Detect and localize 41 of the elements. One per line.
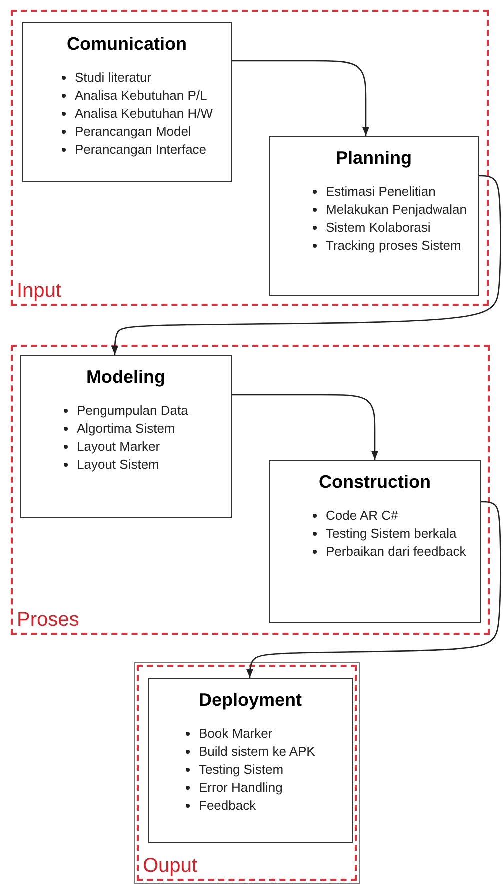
list-item: Analisa Kebutuhan H/W <box>75 106 214 121</box>
list-item: Error Handling <box>199 780 283 795</box>
process-box <box>22 22 232 182</box>
box-heading: Planning <box>335 147 413 169</box>
list-item: Studi literatur <box>75 70 152 85</box>
list-item: Perancangan Interface <box>75 142 207 157</box>
process-box <box>148 678 353 843</box>
list-item: Testing Sistem berkala <box>326 526 457 541</box>
list-item: Tracking proses Sistem <box>326 238 462 253</box>
list-item: Perbaikan dari feedback <box>326 544 466 559</box>
group-frame <box>11 345 490 635</box>
list-item: Layout Sistem <box>77 457 160 472</box>
arrow <box>232 394 379 460</box>
arrow <box>111 175 502 355</box>
box-heading: Modeling <box>86 366 166 388</box>
list-item: Sistem Kolaborasi <box>326 220 431 235</box>
list-item: Layout Marker <box>77 439 160 454</box>
process-box <box>269 136 479 296</box>
group-label: Input <box>17 280 62 302</box>
list-item: Analisa Kebutuhan P/L <box>75 88 208 103</box>
list-item: Feedback <box>199 798 256 813</box>
box-heading: Comunication <box>66 33 188 55</box>
list-item: Pengumpulan Data <box>77 403 188 418</box>
arrow <box>232 60 370 136</box>
process-box <box>269 460 481 623</box>
process-box <box>20 355 232 518</box>
group-label: Proses <box>17 609 80 631</box>
box-heading: Construction <box>318 471 432 493</box>
list-item: Melakukan Penjadwalan <box>326 202 467 217</box>
list-item: Algortima Sistem <box>77 421 176 436</box>
arrow <box>246 501 502 678</box>
list-item: Perancangan Model <box>75 124 192 139</box>
list-item: Estimasi Penelitian <box>326 184 436 199</box>
box-heading: Deployment <box>198 689 304 711</box>
group-frame <box>137 665 357 881</box>
group-label: Ouput <box>143 855 198 877</box>
list-item: Code AR C# <box>326 508 398 523</box>
list-item: Testing Sistem <box>199 762 284 777</box>
group-frame <box>11 10 489 306</box>
list-item: Book Marker <box>199 726 273 741</box>
list-item: Build sistem ke APK <box>199 744 316 759</box>
